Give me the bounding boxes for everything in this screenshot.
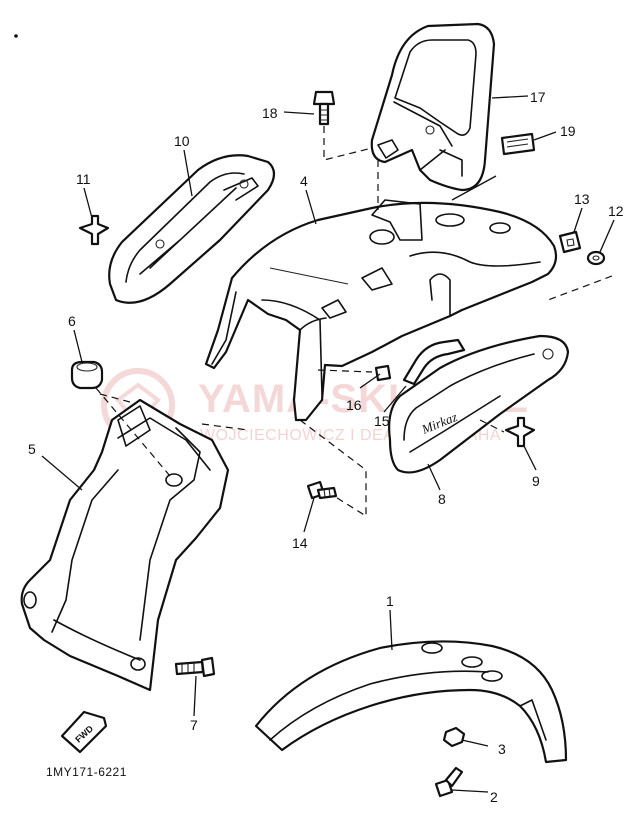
callout-5: 5 (28, 441, 36, 457)
part-19-sticker (500, 132, 536, 156)
callout-17: 17 (530, 89, 546, 105)
callout-4: 4 (300, 173, 308, 189)
part-code: 1MY171-6221 (46, 765, 127, 779)
part-9-clip (504, 416, 536, 448)
callout-14: 14 (292, 535, 308, 551)
part-4-rear-fender (204, 199, 558, 422)
callout-19: 19 (560, 123, 576, 139)
callout-7: 7 (190, 717, 198, 733)
part-10-side-cover-left (108, 154, 276, 304)
part-8-side-cover-right: Mirkaz (388, 334, 570, 474)
part-18-bolt (312, 90, 336, 126)
part-11-clip (78, 214, 110, 246)
part-7-bolt (174, 656, 216, 678)
assembly-lines (95, 126, 613, 518)
part-6-grommet (70, 360, 104, 390)
callout-1: 1 (386, 593, 394, 609)
part-1-front-fender (254, 640, 568, 764)
part-14-bolt (306, 480, 338, 500)
fwd-arrow: FWD (60, 710, 108, 754)
part-12-washer (586, 250, 606, 266)
part-5-inner-fender (20, 398, 230, 692)
callout-2: 2 (490, 789, 498, 805)
callout-18: 18 (262, 105, 278, 121)
callout-8: 8 (438, 491, 446, 507)
part-13-nut (558, 230, 582, 254)
callout-10: 10 (174, 133, 190, 149)
callout-15: 15 (374, 413, 390, 429)
leader-lines (41, 95, 615, 793)
corner-mark (14, 34, 18, 38)
part-17-grab-bar (370, 22, 496, 192)
part-15-bracket (402, 338, 466, 386)
part-2-bolt (434, 766, 464, 798)
callout-6: 6 (68, 313, 76, 329)
callout-13: 13 (574, 191, 590, 207)
part-3-nut (442, 726, 466, 748)
callout-12: 12 (608, 203, 624, 219)
callout-11: 11 (76, 171, 91, 187)
callout-9: 9 (532, 473, 540, 489)
callout-16: 16 (346, 397, 362, 413)
callout-3: 3 (498, 741, 506, 757)
part-16-screw (374, 364, 392, 382)
callouts: 18 17 19 10 11 4 13 12 6 16 15 5 9 8 14 … (28, 89, 624, 805)
